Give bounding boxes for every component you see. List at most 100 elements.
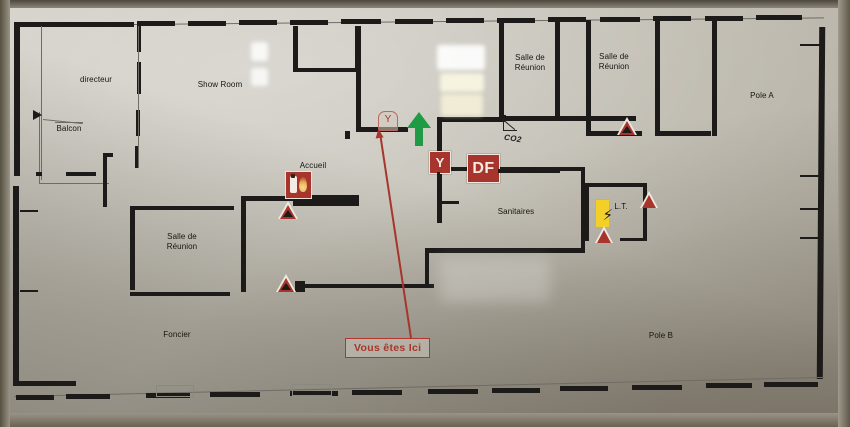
emergency-exit-arrow-icon	[407, 112, 431, 146]
facade-top-seg	[705, 16, 743, 21]
you-are-here-marker: Vous êtes Ici	[345, 338, 431, 358]
door-jamb-right-4	[800, 237, 820, 239]
wall-outer-right	[816, 26, 826, 380]
sanitaires-wall-right	[581, 167, 585, 253]
pole-a-divider	[712, 18, 717, 136]
balcon-line-vertical-2	[39, 112, 40, 184]
electrical-hazard-sign: ⚡	[595, 199, 613, 228]
facade-bottom-seg	[146, 393, 190, 398]
wall-outer-bottom-stub-left	[14, 381, 76, 386]
facade-bottom-seg	[290, 391, 338, 396]
you-are-here-leader-line	[379, 132, 412, 339]
warning-triangle-icon	[617, 117, 637, 135]
room-label-balcon: Balcon	[56, 124, 82, 133]
facade-top-seg	[341, 19, 381, 24]
facade-bottom-seg	[428, 389, 478, 394]
window-box	[156, 385, 194, 397]
door-jamb-left-2	[20, 290, 38, 292]
sanitaires-wall-left	[437, 167, 475, 171]
showroom-wall-right	[293, 26, 298, 72]
glare-window-3	[437, 45, 485, 70]
facade-top-seg	[188, 21, 226, 26]
hall-wall-2	[300, 284, 434, 288]
lt-wall-right	[643, 183, 647, 241]
facade-top-seg	[600, 17, 640, 22]
directeur-wall-seg	[137, 26, 141, 52]
facade-top-seg	[137, 21, 175, 26]
facade-bottom-seg	[560, 386, 608, 391]
facade-bottom-guide	[14, 376, 824, 397]
warning-triangle-icon	[595, 226, 614, 243]
accueil-wall-vertical	[241, 196, 246, 292]
room-label-pole-b: Pole B	[648, 331, 674, 340]
facade-top-seg	[239, 20, 277, 25]
arrow-head	[407, 112, 431, 128]
facade-top-seg	[290, 20, 328, 25]
corridor-wall-vertical	[356, 26, 361, 131]
facade-bottom-seg	[16, 395, 54, 400]
room-label-salle-reunion-top-1: Salle de Réunion	[514, 53, 546, 72]
directeur-wall-seg	[137, 62, 141, 94]
facade-bottom-seg	[352, 390, 402, 395]
wall-outer-left	[14, 22, 20, 176]
df-badge-wall	[498, 169, 560, 173]
salle-reunion-3-wall-left	[655, 19, 660, 136]
salle-bottom-wall-top	[130, 206, 234, 210]
salle-reunion-2-wall-bottom	[586, 131, 642, 136]
glare-sheen-lower	[440, 258, 550, 302]
flame-icon	[299, 177, 307, 192]
y-badge-stem-foot	[437, 201, 459, 204]
wall-outer-left-2	[13, 186, 19, 386]
room-label-lt: L.T.	[614, 202, 628, 211]
corridor-wall-left-return	[437, 117, 505, 122]
hall-wall-3	[345, 131, 350, 139]
sanitaires-wall-stub	[425, 248, 439, 253]
wall-inner-hall-3	[103, 153, 113, 157]
facade-bottom-seg	[764, 382, 818, 387]
room-label-foncier: Foncier	[163, 330, 191, 339]
facade-bottom-seg	[210, 392, 260, 397]
fire-hose-y-badge: Y	[429, 151, 451, 174]
wall-inner-hall-1	[66, 172, 96, 176]
photo-edge-left	[0, 0, 10, 427]
room-label-salle-reunion-top-2: Salle de Réunion	[598, 52, 630, 71]
directeur-wall-seg	[135, 146, 139, 168]
room-label-pole-a: Pole A	[750, 91, 774, 100]
room-label-salle-reunion-bottom: Salle de Réunion	[166, 232, 198, 251]
facade-top-seg	[548, 17, 586, 22]
facade-bottom-seg	[492, 388, 540, 393]
window-box	[292, 384, 332, 396]
facade-bottom-seg	[706, 383, 752, 388]
arrow-shaft	[415, 127, 423, 146]
salle-reunion-3-wall-bottom	[655, 131, 711, 136]
room-label-show-room: Show Room	[197, 80, 243, 89]
salle-reunion-2-wall-right	[586, 20, 591, 136]
facade-top-seg	[446, 18, 484, 23]
extinguisher-nozzle-icon	[291, 174, 295, 178]
lt-wall-bottom	[620, 238, 647, 241]
door-jamb-right-3	[800, 208, 820, 210]
facade-top-seg	[497, 18, 535, 23]
sanitaires-wall-stub-2	[425, 250, 429, 284]
lt-wall-top	[585, 183, 647, 187]
glare-window-4	[440, 73, 484, 92]
lt-wall-left	[585, 183, 589, 241]
y-badge-stem	[437, 172, 440, 204]
salle-bottom-wall-bottom	[130, 292, 230, 296]
glare-window-6	[441, 94, 483, 116]
co2-corner-mark	[503, 119, 517, 131]
room-label-sanitaires: Sanitaires	[497, 207, 535, 216]
door-jamb-right-2	[800, 175, 820, 177]
balcon-line-vertical	[41, 26, 42, 180]
photo-edge-bottom	[0, 413, 850, 427]
facade-top-seg	[756, 15, 802, 20]
facade-top-seg	[653, 16, 691, 21]
door-jamb-right-1	[800, 44, 820, 46]
co2-handwritten-annotation: CO2	[503, 132, 523, 145]
photo-edge-top	[0, 0, 850, 8]
wall-inner-hall-2	[103, 153, 107, 207]
salle-reunion-1-wall-left	[499, 22, 504, 122]
photo-edge-right	[838, 0, 850, 427]
hose-reel-outline-sign: Y	[378, 111, 398, 131]
